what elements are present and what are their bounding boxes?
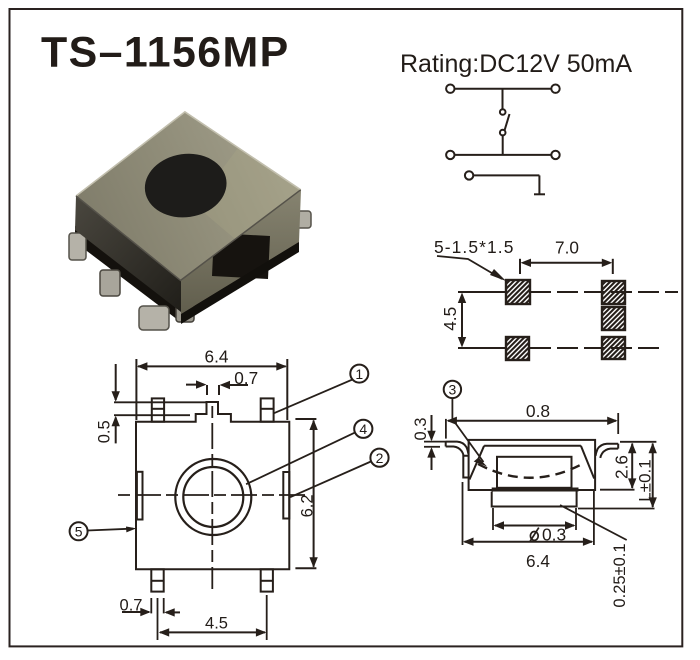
svg-text:5: 5 (75, 524, 83, 540)
svg-text:3: 3 (449, 382, 457, 398)
svg-text:2: 2 (376, 450, 384, 466)
svg-text:Rating:DC12V 50mA: Rating:DC12V 50mA (400, 50, 632, 78)
svg-text:4.5: 4.5 (440, 307, 460, 331)
svg-text:0.3: 0.3 (412, 418, 430, 441)
svg-text:5-1.5*1.5: 5-1.5*1.5 (434, 237, 514, 257)
svg-text:0.8: 0.8 (526, 401, 550, 421)
svg-text:0.25±0.1: 0.25±0.1 (611, 543, 629, 607)
svg-text:6.2: 6.2 (299, 494, 317, 517)
svg-text:6.4: 6.4 (526, 551, 550, 571)
svg-text:TS–1156MP: TS–1156MP (41, 28, 290, 76)
svg-text:0.7: 0.7 (234, 368, 258, 388)
svg-text:1: 1 (355, 366, 363, 382)
svg-text:0.3: 0.3 (542, 524, 566, 544)
svg-text:4: 4 (359, 421, 367, 437)
svg-text:6.4: 6.4 (205, 347, 229, 367)
svg-text:0.7: 0.7 (120, 596, 143, 614)
svg-text:0.5: 0.5 (96, 420, 114, 443)
svg-text:L±0.1: L±0.1 (635, 459, 654, 501)
svg-text:4.5: 4.5 (205, 615, 228, 633)
svg-text:2.6: 2.6 (611, 455, 631, 479)
svg-text:7.0: 7.0 (555, 238, 579, 258)
